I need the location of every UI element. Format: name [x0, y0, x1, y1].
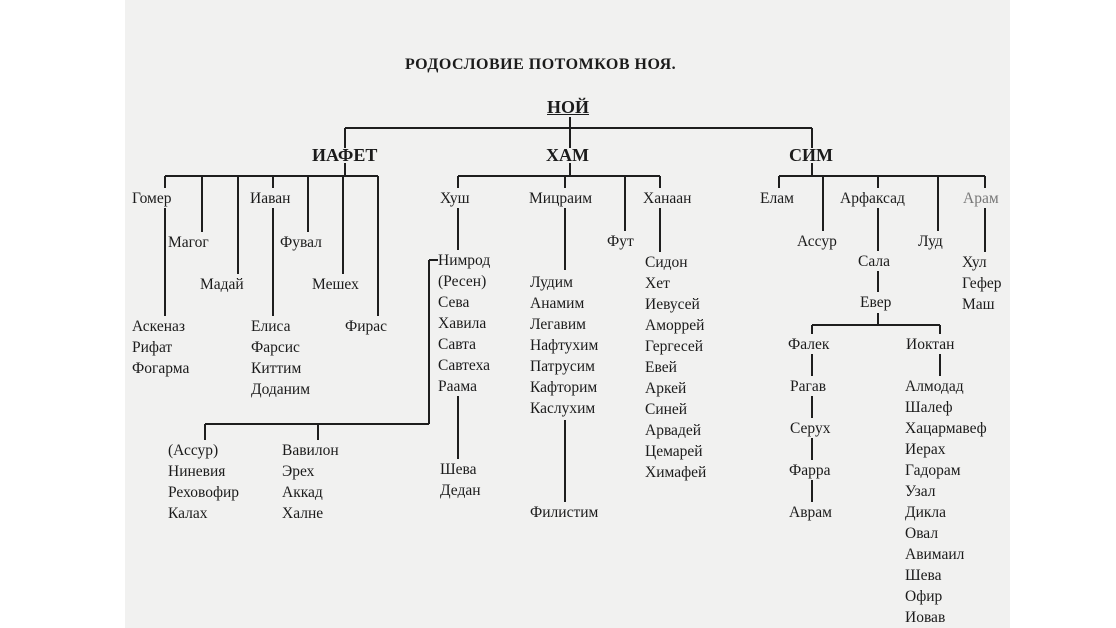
node-arfaksad: Арфаксад: [840, 190, 905, 207]
node-fogarma: Фогарма: [132, 360, 190, 377]
node-askenaz: Аскеназ: [132, 318, 186, 335]
node-savta: Савта: [438, 336, 476, 353]
node-kalakh: Калах: [168, 505, 208, 522]
nimrod-north-list: (Ассур) Ниневия Реховофир Калах: [168, 440, 239, 524]
node-khalne: Халне: [282, 505, 324, 522]
node-sala: Сала: [858, 253, 890, 270]
node-gergesey: Гергесей: [645, 338, 704, 355]
node-oval: Овал: [905, 525, 939, 542]
node-khavila: Хавила: [438, 315, 487, 332]
ioktan-sons-list: Алмодад Шалеф Хацармавеф Иерах Гадорам У…: [905, 376, 987, 628]
node-arvadey: Арвадей: [645, 422, 701, 439]
node-aram: Арам: [963, 190, 999, 207]
node-ivan: Иаван: [250, 190, 291, 207]
node-assur-sim: Ассур: [797, 233, 837, 250]
node-ragav: Рагав: [790, 378, 827, 395]
node-assur-ham: (Ассур): [168, 442, 219, 459]
node-siney: Синей: [645, 401, 688, 418]
node-firas: Фирас: [345, 318, 388, 335]
node-dedan: Дедан: [440, 482, 481, 499]
node-ever: Евер: [860, 294, 892, 311]
node-kaslukhim: Каслухим: [530, 400, 596, 417]
diagram-title: РОДОСЛОВИЕ ПОТОМКОВ НОЯ.: [405, 56, 677, 73]
node-rifat: Рифат: [132, 339, 173, 356]
khanaan-sons-list: Сидон Хет Иевусей Аморрей Гергесей Евей …: [645, 252, 706, 483]
khush-sons-list: Нимрод (Ресен) Сева Хавила Савта Савтеха…: [438, 250, 490, 397]
node-dikla: Дикла: [905, 504, 947, 521]
node-naftukhim: Нафтухим: [530, 337, 599, 354]
node-khatsarmavef: Хацармавеф: [905, 420, 987, 437]
node-raama: Раама: [438, 378, 477, 395]
gomer-sons-list: Аскеназ Рифат Фогарма: [132, 316, 189, 379]
node-amorrey: Аморрей: [645, 317, 705, 334]
node-ievusey: Иевусей: [645, 296, 700, 313]
son-ham: ХАМ: [546, 145, 589, 165]
node-magog: Магог: [168, 234, 209, 251]
node-shalef: Шалеф: [905, 399, 953, 416]
node-gadoram: Гадорам: [905, 462, 961, 479]
ivan-sons-list: Елиса Фарсис Киттим Доданим: [251, 316, 310, 400]
node-khanaan: Ханаан: [643, 190, 692, 207]
node-nineviya: Ниневия: [168, 463, 226, 480]
son-iafet: ИАФЕТ: [312, 145, 378, 165]
node-filistim: Филистим: [530, 504, 599, 521]
node-khimafey: Химафей: [645, 464, 707, 481]
node-maday: Мадай: [200, 276, 244, 293]
node-seva: Сева: [438, 294, 470, 311]
node-avimail: Авимаил: [905, 546, 965, 563]
node-patrusim: Патрусим: [530, 358, 595, 375]
node-legavim: Легавим: [530, 316, 586, 333]
node-nimrod: Нимрод: [438, 252, 491, 269]
root-noah: НОЙ: [547, 97, 590, 117]
nimrod-south-list: Вавилон Эрех Аккад Халне: [282, 440, 339, 524]
node-falek: Фалек: [788, 336, 830, 353]
node-mitsraim: Мицраим: [529, 190, 593, 207]
node-fut: Фут: [607, 233, 634, 250]
node-meshekh: Мешех: [312, 276, 359, 293]
mitsraim-sons-list: Лудим Анамим Легавим Нафтухим Патрусим К…: [530, 272, 598, 419]
node-fuval: Фувал: [280, 234, 322, 251]
node-khul: Хул: [962, 254, 987, 271]
node-ludim: Лудим: [530, 274, 573, 291]
node-farsis: Фарсис: [251, 339, 300, 356]
node-elisa: Елиса: [251, 318, 291, 335]
node-khush: Хуш: [440, 190, 470, 207]
node-dodanim: Доданим: [251, 381, 311, 398]
node-sheva-ham: Шева: [440, 461, 477, 478]
node-vavilon: Вавилон: [282, 442, 339, 459]
node-ioktan: Иоктан: [906, 336, 955, 353]
node-kittim: Киттим: [251, 360, 302, 377]
node-anamim: Анамим: [530, 295, 585, 312]
node-khet: Хет: [645, 275, 670, 292]
raama-sons-list: Шева Дедан: [440, 459, 481, 501]
node-ofir: Офир: [905, 588, 943, 605]
node-gefer: Гефер: [962, 275, 1002, 292]
node-savtekha: Савтеха: [438, 357, 491, 374]
node-akkad: Аккад: [282, 484, 323, 501]
aram-sons-list: Хул Гефер Маш: [962, 252, 1002, 315]
node-avram: Аврам: [789, 504, 832, 521]
node-elam: Елам: [760, 190, 794, 207]
node-almodad: Алмодад: [905, 378, 964, 395]
node-mash: Маш: [962, 296, 995, 313]
node-rekhovofir: Реховофир: [168, 484, 240, 501]
son-sim: СИМ: [789, 145, 833, 165]
node-serukh: Серух: [790, 420, 831, 437]
node-arkey: Аркей: [645, 380, 687, 397]
node-gomer: Гомер: [132, 190, 172, 207]
node-sidon: Сидон: [645, 254, 688, 271]
node-sheva-sim: Шева: [905, 567, 942, 584]
node-evey: Евей: [645, 359, 677, 376]
node-uzal: Узал: [905, 483, 936, 500]
node-tsemarey: Цемарей: [645, 443, 703, 460]
node-erekh: Эрех: [282, 463, 315, 480]
node-iovav: Иовав: [905, 609, 946, 626]
node-ierakh: Иерах: [905, 441, 946, 458]
node-farra: Фарра: [789, 462, 831, 479]
node-lud: Луд: [918, 233, 943, 250]
node-resen: (Ресен): [438, 273, 487, 290]
node-kaftorim: Кафторим: [530, 379, 598, 396]
